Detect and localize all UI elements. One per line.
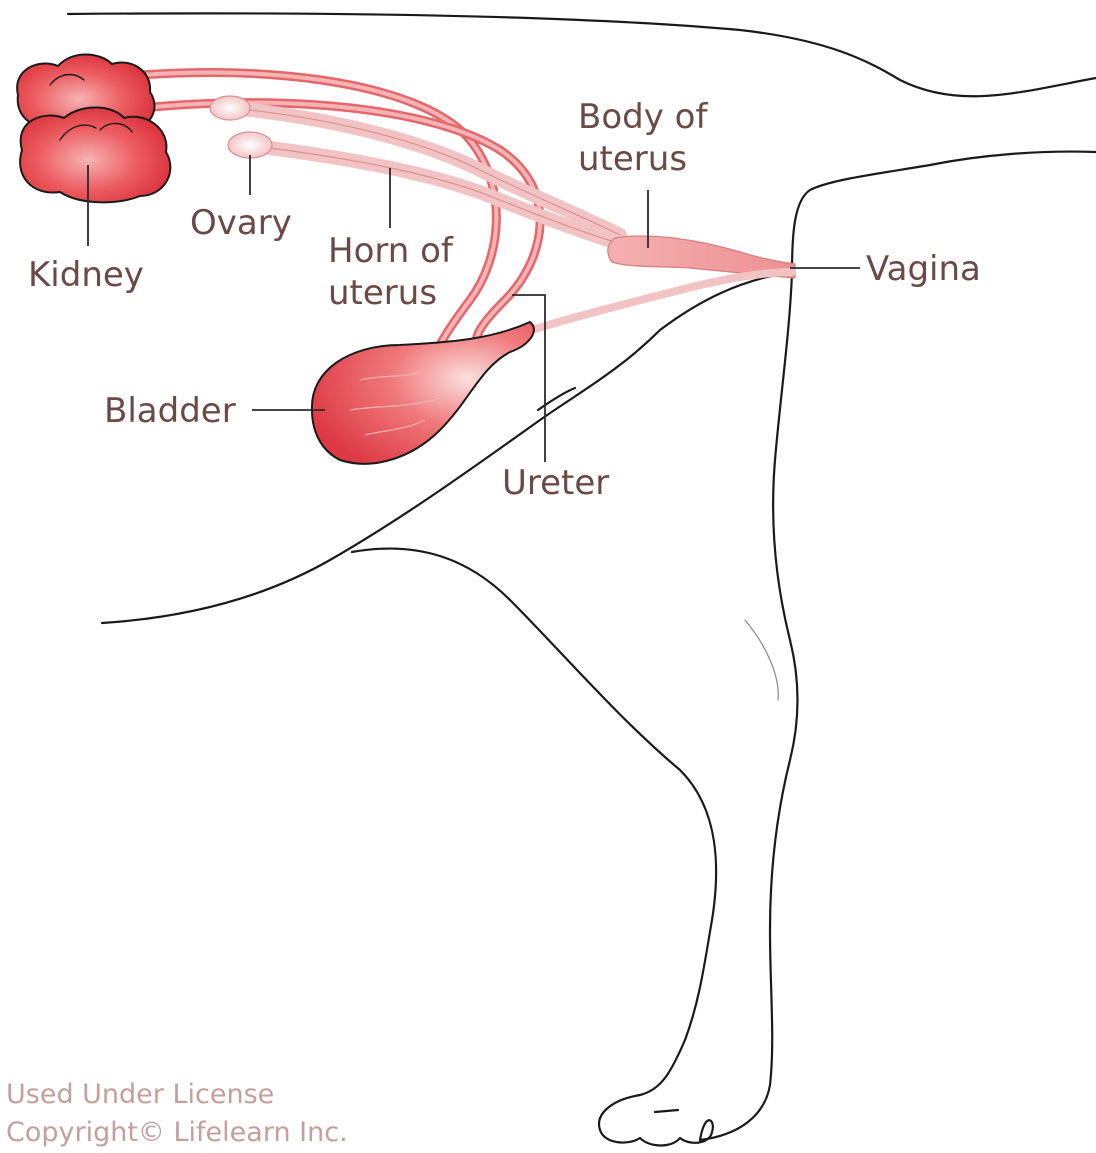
label-ureter: Ureter <box>502 463 609 503</box>
ovary-upper <box>210 96 250 120</box>
kidneys <box>17 55 170 203</box>
label-vagina: Vagina <box>866 249 981 289</box>
back-line <box>68 13 1096 96</box>
label-ovary: Ovary <box>190 203 292 243</box>
paw <box>599 1095 713 1146</box>
hind-leg-front <box>352 549 716 1095</box>
label-horn-line1: Horn of <box>328 231 454 271</box>
paw-toe-line <box>655 1110 678 1112</box>
label-horn-line2: uterus <box>328 273 437 313</box>
credit-line1: Used Under License <box>6 1079 274 1110</box>
thigh-crease <box>745 620 778 700</box>
credit: Used Under License Copyright© Lifelearn … <box>6 1079 348 1148</box>
credit-line2: Copyright© Lifelearn Inc. <box>6 1117 348 1148</box>
label-body-line1: Body of <box>578 97 708 137</box>
kidney-front <box>20 108 170 203</box>
hind-leg-back <box>700 272 798 1140</box>
dog-body-outline <box>68 13 1096 1145</box>
label-kidney: Kidney <box>28 255 144 295</box>
bladder <box>312 322 534 464</box>
label-bladder: Bladder <box>104 391 236 431</box>
ovary-lower <box>228 132 272 158</box>
label-body-line2: uterus <box>578 139 687 179</box>
